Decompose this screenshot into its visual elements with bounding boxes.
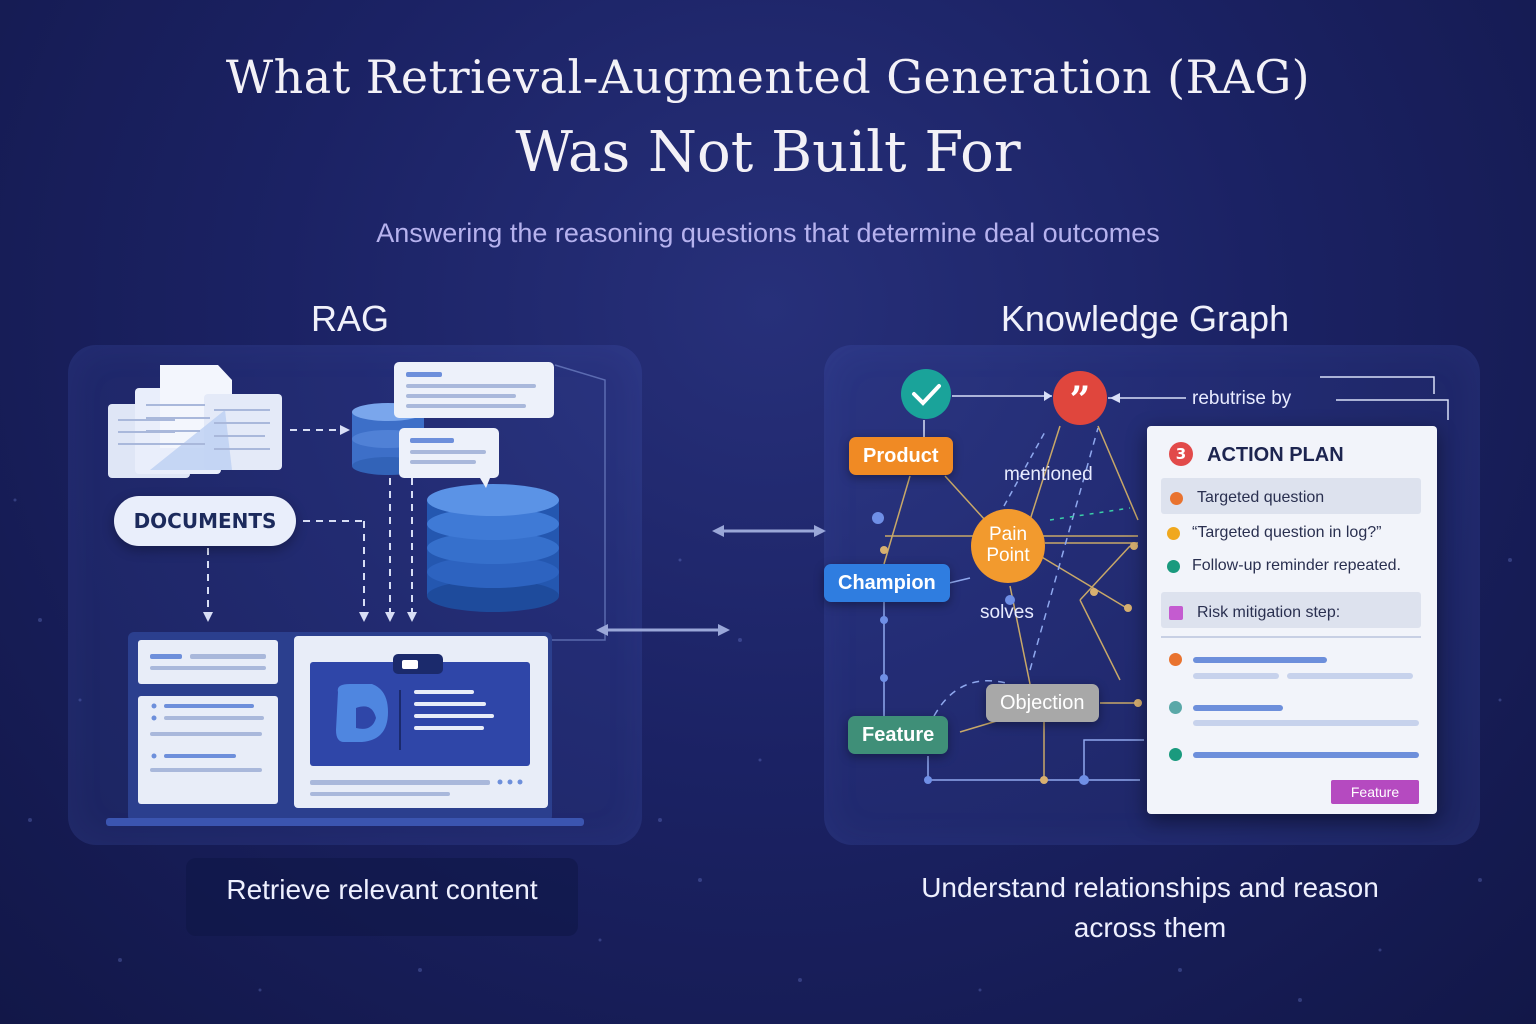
- action-item-4: Risk mitigation step:: [1197, 604, 1340, 622]
- risk-icon: [1169, 606, 1183, 620]
- edge-label-mentioned: mentioned: [1004, 464, 1093, 486]
- product-node: Product: [849, 437, 953, 475]
- action-item-3: Follow-up reminder repeated.: [1192, 557, 1401, 575]
- edge-label-rebutrise: rebutrise by: [1192, 388, 1291, 410]
- action-item-1: Targeted question: [1197, 489, 1324, 507]
- placeholder-bar: [1193, 720, 1419, 726]
- divider: [1161, 636, 1421, 638]
- action-plan-title: ACTION PLAN: [1207, 444, 1344, 467]
- orange-dot-icon: [1169, 653, 1182, 666]
- kg-caption-line1: Understand relationships and reason: [880, 868, 1420, 908]
- green-dot-icon: [1169, 748, 1182, 761]
- pain-point-label: Pain Point: [971, 524, 1045, 566]
- feature-node: Feature: [848, 716, 948, 754]
- pain-point-label-line2: Point: [971, 545, 1045, 566]
- placeholder-bar: [1193, 657, 1327, 663]
- feature-tag: Feature: [1331, 780, 1419, 804]
- action-item-2: “Targeted question in log?”: [1192, 524, 1381, 542]
- teal-dot-icon: [1169, 701, 1182, 714]
- svg-text:”: ”: [1070, 379, 1091, 421]
- action-plan-number-badge: 3: [1169, 442, 1193, 466]
- action-plan-card: 3 ACTION PLAN Targeted question “Targete…: [1147, 426, 1437, 814]
- edge-label-solves: solves: [980, 602, 1034, 624]
- yellow-dot-icon: [1167, 527, 1180, 540]
- kg-caption: Understand relationships and reason acro…: [880, 868, 1420, 948]
- champion-node: Champion: [824, 564, 950, 602]
- placeholder-bar: [1193, 673, 1279, 679]
- check-node-icon: [901, 369, 951, 419]
- kg-caption-line2: across them: [880, 908, 1420, 948]
- placeholder-bar: [1193, 705, 1283, 711]
- placeholder-bar: [1193, 752, 1419, 758]
- pain-point-label-line1: Pain: [971, 524, 1045, 545]
- placeholder-bar: [1287, 673, 1413, 679]
- green-dot-icon: [1167, 560, 1180, 573]
- orange-dot-icon: [1170, 492, 1183, 505]
- objection-node: Objection: [986, 684, 1099, 722]
